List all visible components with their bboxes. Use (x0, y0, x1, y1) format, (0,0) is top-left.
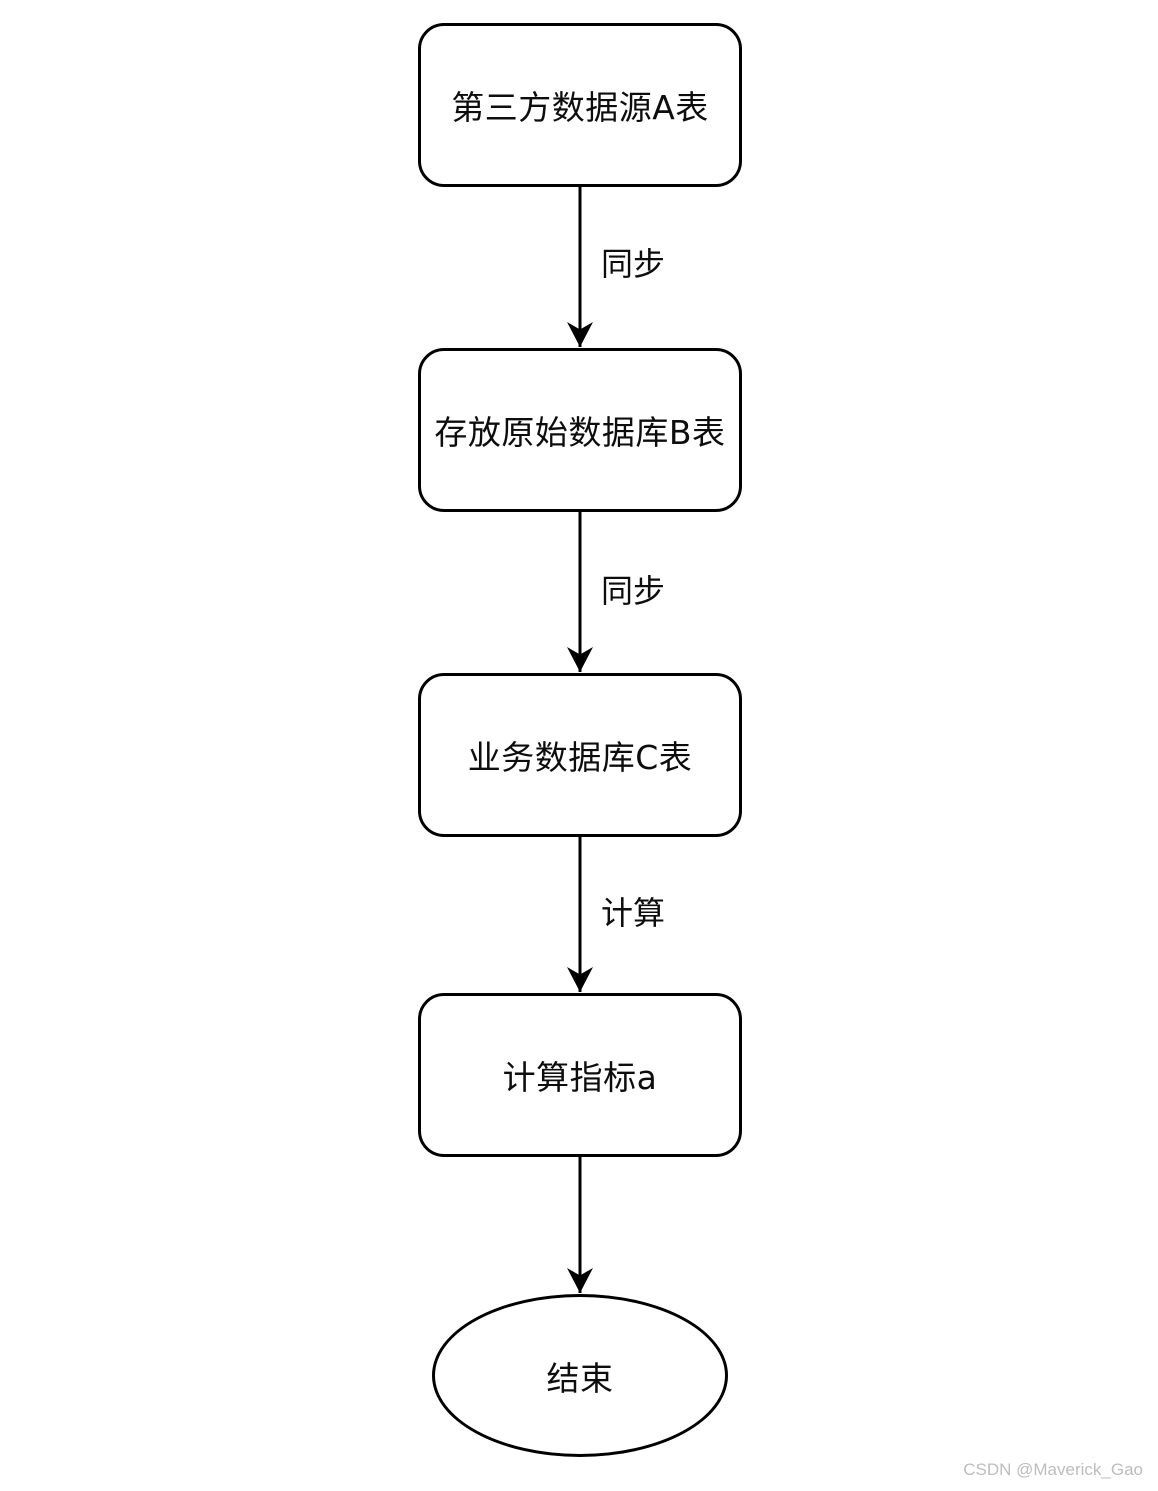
node-label: 第三方数据源A表 (451, 88, 709, 127)
node-third-party-source: 第三方数据源A表 (418, 23, 742, 187)
csdn-watermark: CSDN @Maverick_Gao (963, 1460, 1143, 1479)
node-label: 计算指标a (502, 1058, 658, 1097)
node-label: 存放原始数据库B表 (434, 413, 726, 452)
node-label: 结束 (546, 1358, 614, 1398)
node-label: 业务数据库C表 (467, 738, 693, 777)
node-end-terminal: 结束 (432, 1294, 728, 1457)
edge-label-compute: 计算 (601, 894, 666, 932)
node-calc-indicator: 计算指标a (418, 993, 742, 1157)
edge-label-sync-2: 同步 (601, 572, 666, 610)
node-raw-database: 存放原始数据库B表 (418, 348, 742, 512)
edge-label-sync-1: 同步 (601, 245, 666, 283)
node-business-database: 业务数据库C表 (418, 673, 742, 837)
